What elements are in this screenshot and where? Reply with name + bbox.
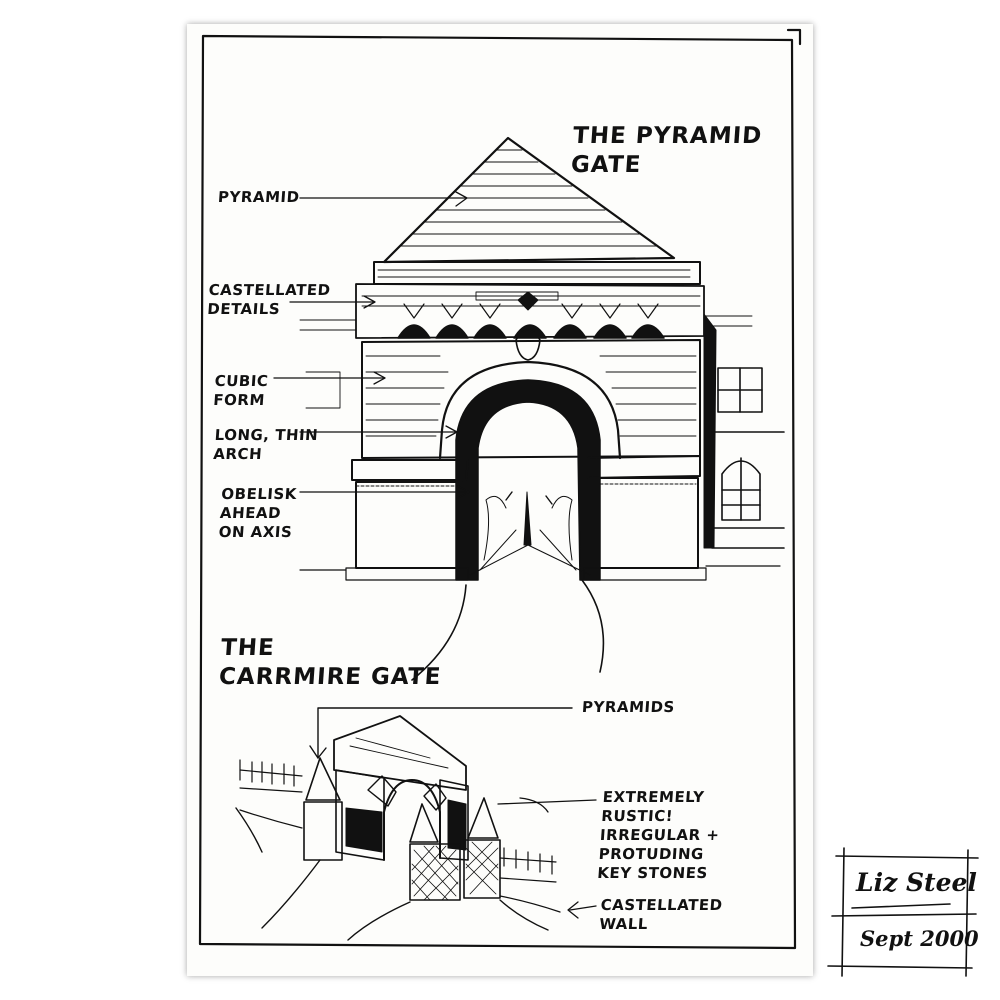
carrmire-gate-title: THE CARRMIRE GATE xyxy=(218,635,443,690)
label-cubic-form: CUBIC FORM xyxy=(212,372,270,409)
label-castellated-wall: CASTELLATED WALL xyxy=(598,896,724,933)
annotation-leaders xyxy=(273,191,470,499)
page-frame xyxy=(198,28,802,950)
label-castellated-details: CASTELLATED DETAILS xyxy=(206,281,332,318)
label-obelisk: OBELISK AHEAD ON AXIS xyxy=(218,485,298,541)
carrmire-gate-drawing xyxy=(235,707,597,941)
label-pyramid: PYRAMID xyxy=(217,188,301,206)
pyramid-gate-title: THE PYRAMID GATE xyxy=(570,123,764,178)
pyramid-gate-drawing xyxy=(299,136,785,681)
signature-box xyxy=(827,847,979,977)
signature-date: Sept 2000 xyxy=(860,926,979,951)
artist-signature: Liz Steel xyxy=(856,868,977,897)
label-long-thin-arch: LONG, THIN ARCH xyxy=(212,426,319,463)
label-pyramids: PYRAMIDS xyxy=(581,698,676,716)
label-extremely-rustic: EXTREMELY RUSTIC! IRREGULAR + PROTUDING … xyxy=(596,788,721,882)
